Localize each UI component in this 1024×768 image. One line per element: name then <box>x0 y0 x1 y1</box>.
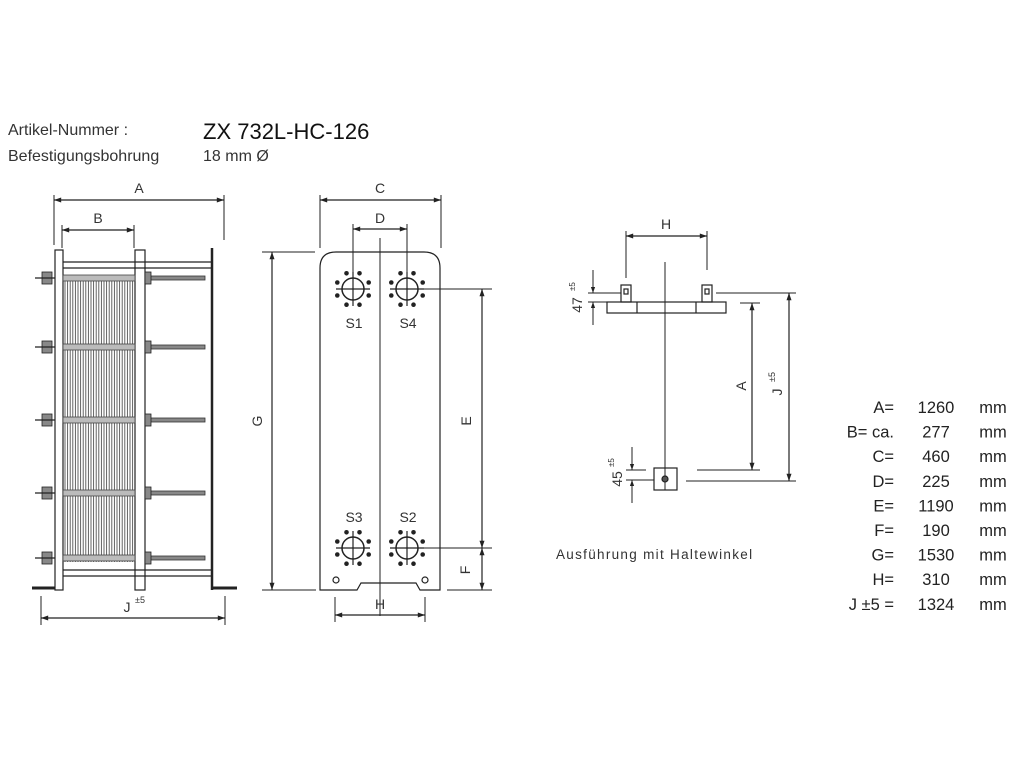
dimension-row: D= 225 mm <box>872 473 1006 491</box>
dim-j-label: J <box>124 599 131 615</box>
dimension-label: A= <box>873 399 894 417</box>
dim-45-tolerance: ±5 <box>607 458 616 467</box>
mounting-hole <box>332 576 340 584</box>
dimension-unit: mm <box>979 547 1007 565</box>
front-view <box>262 195 492 622</box>
dim-c-label: C <box>375 180 385 196</box>
port-label-s1: S1 <box>345 315 362 331</box>
mounting-hole-value: 18 mm Ø <box>203 148 269 165</box>
lug <box>701 284 713 303</box>
dimension-unit: mm <box>979 571 1007 589</box>
dimension-row: A= 1260 mm <box>873 399 1006 417</box>
tie-bolt <box>35 271 206 285</box>
ports <box>334 270 426 567</box>
dimension-row: C= 460 mm <box>872 448 1006 466</box>
dim-f-label: F <box>457 566 473 575</box>
tie-bolts <box>35 271 206 565</box>
dimension-label: J ±5 = <box>849 596 894 614</box>
dimension-row: J ±5 = 1324 mm <box>849 596 1007 614</box>
article-number-label: Artikel-Nummer : <box>8 122 129 139</box>
dimension-value: 277 <box>922 424 950 442</box>
dimension-value: 225 <box>922 473 950 491</box>
dimension-label: B= ca. <box>847 424 894 442</box>
tie-bolt <box>35 551 206 565</box>
tie-bolt <box>35 486 206 500</box>
tie-bolt <box>35 413 206 427</box>
bracket-dim-h-label: H <box>661 216 671 232</box>
dimension-row: F= 190 mm <box>874 522 1006 540</box>
mounting-hole-label: Befestigungsbohrung <box>8 148 160 165</box>
dim-a-label: A <box>134 180 144 196</box>
dim-47-tolerance: ±5 <box>568 282 577 291</box>
dimension-value: 1190 <box>918 497 953 515</box>
top-bracket <box>606 301 727 314</box>
side-view <box>32 195 237 625</box>
dimension-value: 190 <box>922 522 950 540</box>
dimension-label: C= <box>872 448 894 466</box>
fixed-frame-plate <box>54 249 64 591</box>
port-label-s2: S2 <box>399 509 416 525</box>
dimension-row: B= ca. 277 mm <box>847 424 1007 442</box>
dimension-row: G= 1530 mm <box>872 547 1007 565</box>
dimension-unit: mm <box>979 596 1007 614</box>
dimension-unit: mm <box>979 424 1007 442</box>
port-flange <box>334 270 372 308</box>
bottom-bracket <box>653 467 678 491</box>
dimension-value: 1530 <box>918 547 955 565</box>
dimension-value: 460 <box>922 448 950 466</box>
dimension-unit: mm <box>979 399 1007 417</box>
article-number-value: ZX 732L-HC-126 <box>203 119 370 144</box>
dim-g-label: G <box>249 416 265 427</box>
dimension-row: E= 1190 mm <box>873 497 1006 515</box>
dimension-value: 1260 <box>918 399 955 417</box>
dimension-unit: mm <box>979 522 1007 540</box>
port-flange <box>388 270 426 308</box>
dimension-value: 310 <box>922 571 950 589</box>
dim-47-label: 47 <box>569 297 585 313</box>
frame-plate-outline <box>319 251 441 591</box>
bracket-dim-j-label: J <box>769 389 785 396</box>
dimension-value: 1324 <box>918 596 955 614</box>
mounting-hole <box>421 576 429 584</box>
pressure-plate <box>134 249 146 591</box>
dim-h-label: H <box>375 596 385 612</box>
dim-b-label: B <box>93 210 102 226</box>
bracket-caption: Ausführung mit Haltewinkel <box>556 547 753 562</box>
dimension-unit: mm <box>979 497 1007 515</box>
bracket-dim-a-label: A <box>733 381 749 391</box>
port-label-s4: S4 <box>399 315 416 331</box>
dimension-label: H= <box>872 571 894 589</box>
dim-d-label: D <box>375 210 385 226</box>
dimension-unit: mm <box>979 448 1007 466</box>
dimension-unit: mm <box>979 473 1007 491</box>
dimension-label: E= <box>873 497 894 515</box>
tie-bolt <box>35 340 206 354</box>
dimension-label: F= <box>874 522 894 540</box>
bracket-dim-j-tolerance: ±5 <box>767 372 777 382</box>
dim-j-tolerance: ±5 <box>135 595 145 605</box>
dimension-label: G= <box>872 547 894 565</box>
bracket-view <box>588 231 796 503</box>
port-flange <box>334 529 372 567</box>
port-flange <box>388 529 426 567</box>
dimension-label: D= <box>872 473 894 491</box>
port-label-s3: S3 <box>345 509 362 525</box>
dimension-row: H= 310 mm <box>872 571 1006 589</box>
dim-45-label: 45 <box>609 471 625 487</box>
dim-e-label: E <box>458 416 474 425</box>
